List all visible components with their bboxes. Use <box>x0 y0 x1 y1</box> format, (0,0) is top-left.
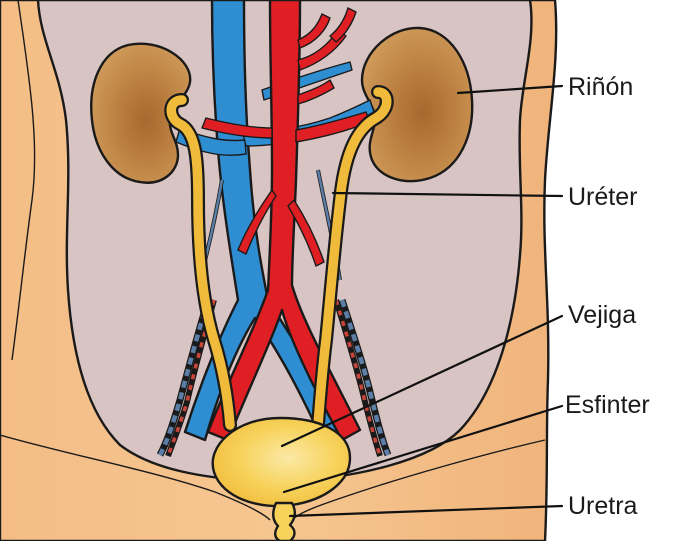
bladder <box>213 418 350 506</box>
bladder-label: Vejiga <box>568 301 636 329</box>
ureter-label: Uréter <box>568 183 637 211</box>
right-kidney <box>362 28 472 181</box>
sphincter-label: Esfinter <box>565 391 650 419</box>
urethra-label: Uretra <box>568 492 638 520</box>
kidney-label: Riñón <box>568 73 633 101</box>
urethra <box>273 503 295 541</box>
